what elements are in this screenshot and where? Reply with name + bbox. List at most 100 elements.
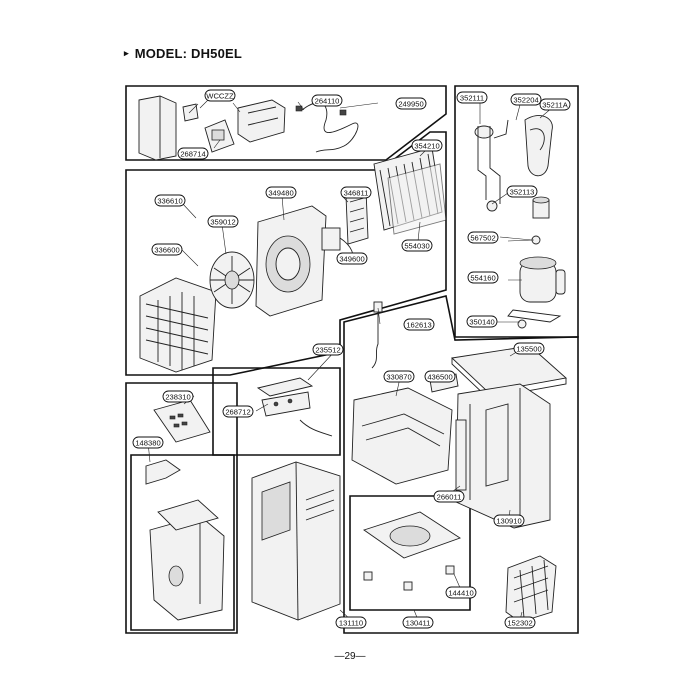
frame-base: [349, 495, 471, 611]
label-359012: 359012: [207, 215, 239, 228]
compressor-part: [507, 256, 566, 329]
side-bracket-part: [455, 419, 467, 491]
label-352113: 352113: [506, 185, 538, 198]
base-tray-part: [351, 387, 453, 485]
frame-top-right: [454, 85, 579, 338]
label-352113-text: 352113: [510, 187, 535, 196]
label-349600-text: 349600: [339, 254, 364, 263]
label-131110: 131110: [335, 616, 367, 629]
control-panel-part: [153, 399, 211, 443]
rear-frame-part: [455, 383, 551, 529]
label-135500-text: 135500: [516, 344, 541, 353]
air-filter-part: [505, 555, 557, 623]
label-268712: 268712: [222, 405, 254, 418]
label-336610-text: 336610: [157, 196, 182, 205]
label-130411-text: 130411: [406, 618, 431, 627]
label-436500: 436500: [424, 370, 456, 383]
label-567502: 567502: [467, 231, 499, 244]
label-349480: 349480: [265, 186, 297, 199]
label-130910: 130910: [493, 514, 525, 527]
label-352204-text: 352204: [513, 95, 538, 104]
label-148380-text: 148380: [135, 438, 160, 447]
label-162613: 162613: [403, 318, 435, 331]
label-148380: 148380: [132, 436, 164, 449]
switch-part: [182, 103, 199, 122]
label-131110-text: 131110: [339, 618, 363, 627]
model-title: MODEL: DH50EL: [134, 46, 243, 61]
accumulator-tube-part: [524, 115, 553, 177]
control-housing-part: [204, 119, 235, 153]
frame-lower-middle: [212, 367, 341, 456]
page-number: —29—: [334, 651, 366, 662]
frame-top-left: [125, 85, 447, 161]
label-152302: 152302: [504, 616, 536, 629]
bracket-part: [237, 99, 286, 143]
label-330870: 330870: [383, 370, 415, 383]
frame-lower-left: [125, 382, 238, 634]
condenser-coil-part: [387, 163, 447, 235]
frame-right-main: [343, 295, 579, 634]
label-554160-text: 554160: [470, 273, 495, 282]
label-wcczz: WCCZZ: [204, 89, 236, 102]
label-352111-text: 352111: [460, 93, 484, 102]
label-162613-text: 162613: [406, 320, 431, 329]
label-35211a: 35211A: [539, 98, 571, 111]
wire-harness-part: [295, 102, 359, 153]
label-135500: 135500: [513, 342, 545, 355]
fan-shroud-part: [139, 277, 217, 373]
label-354210-text: 354210: [414, 141, 439, 150]
bucket-lid-part: [157, 499, 219, 531]
label-336610: 336610: [154, 194, 186, 207]
label-349480-text: 349480: [268, 188, 293, 197]
label-152302-text: 152302: [507, 618, 532, 627]
label-249950: 249950: [395, 97, 427, 110]
motor-mount-part: [321, 227, 354, 263]
label-554030: 554030: [401, 239, 433, 252]
label-wcczz-text: WCCZZ: [206, 91, 234, 100]
label-354210: 354210: [411, 139, 443, 152]
fan-blade-part: [209, 251, 255, 309]
piping-assembly-part: [474, 119, 509, 212]
water-level-sensor-part: [371, 301, 383, 369]
label-268714: 268714: [177, 147, 209, 160]
bucket-part: [149, 515, 225, 621]
label-336600: 336600: [151, 243, 183, 256]
label-567502-text: 567502: [470, 233, 495, 242]
label-144410: 144410: [445, 586, 477, 599]
label-235512: 235512: [312, 343, 344, 356]
label-35211a-text: 35211A: [542, 100, 569, 109]
label-346811: 346811: [340, 186, 372, 199]
valve-part: [532, 196, 550, 219]
label-130411: 130411: [402, 616, 434, 629]
label-349600: 349600: [336, 252, 368, 265]
label-268714-text: 268714: [180, 149, 205, 158]
fan-housing-part: [255, 205, 327, 317]
label-264110-text: 264110: [315, 96, 340, 105]
label-266011-text: 266011: [437, 492, 462, 501]
frame-middle: [125, 131, 447, 376]
bullet-icon: ▸: [124, 48, 129, 58]
label-144410-text: 144410: [448, 588, 473, 597]
label-554160: 554160: [467, 271, 499, 284]
front-cabinet-part: [251, 461, 341, 621]
label-264110: 264110: [311, 94, 343, 107]
float-part: [145, 459, 181, 485]
label-235512-text: 235512: [315, 345, 340, 354]
label-268712-text: 268712: [225, 407, 250, 416]
label-359012-text: 359012: [210, 217, 235, 226]
label-330870-text: 330870: [386, 372, 411, 381]
label-350140: 350140: [466, 315, 498, 328]
label-436500-text: 436500: [427, 372, 452, 381]
label-238310-text: 238310: [165, 392, 190, 401]
page-title: ▸ MODEL: DH50EL: [124, 46, 242, 61]
frame-inner-left: [130, 454, 235, 631]
side-panel-part: [138, 95, 177, 161]
label-249950-text: 249950: [398, 99, 423, 108]
label-352111: 352111: [456, 91, 488, 104]
label-350140-text: 350140: [469, 317, 494, 326]
label-336600-text: 336600: [154, 245, 179, 254]
label-266011: 266011: [433, 490, 465, 503]
label-352204: 352204: [510, 93, 542, 106]
label-346811-text: 346811: [344, 188, 369, 197]
